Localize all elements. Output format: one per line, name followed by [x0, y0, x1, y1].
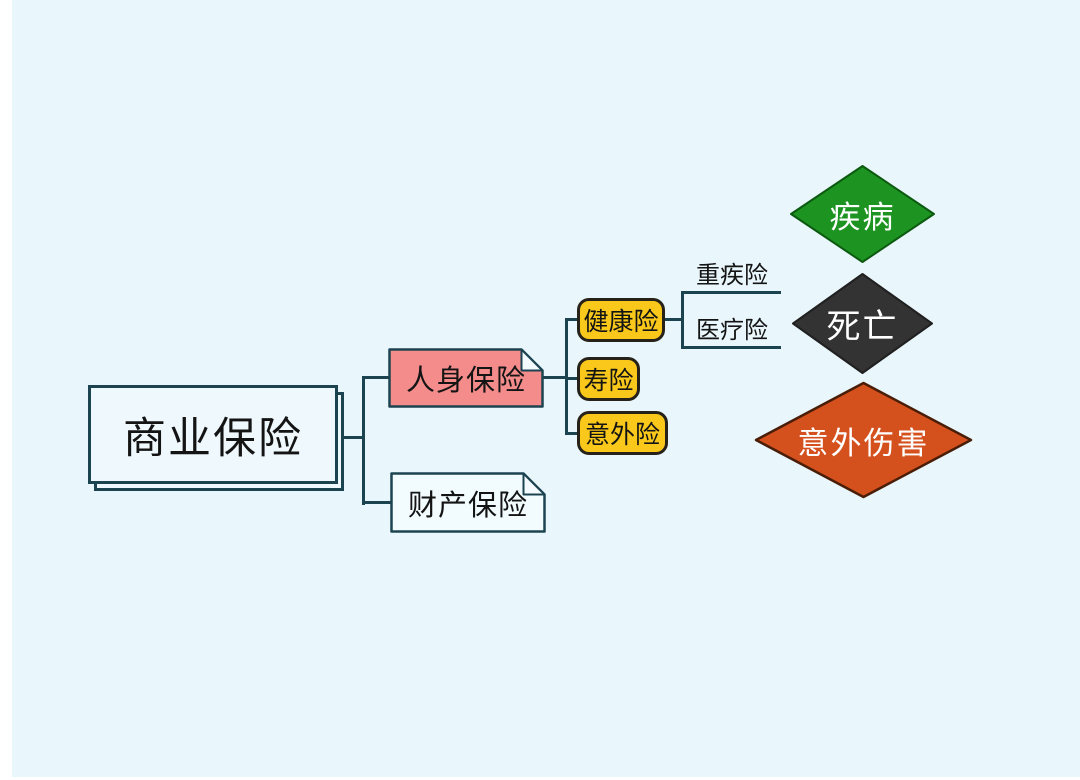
diamond-label: 疾病: [829, 199, 896, 235]
diamond-death: 死亡: [791, 272, 934, 375]
node-medical-insurance: 医疗险: [683, 310, 781, 344]
node-property-insurance: 财产保险: [390, 472, 546, 533]
node-label: 重疾险: [696, 261, 768, 289]
connector-line: [565, 318, 568, 435]
connector-line: [543, 376, 568, 379]
node-label: 健康险: [583, 308, 659, 336]
connector-line: [565, 377, 579, 380]
mindmap-canvas: 商业保险 人身保险 财产保险 健康险 寿险 意外险 重疾险 医疗险 疾: [12, 0, 1080, 777]
node-label: 财产保险: [407, 489, 528, 522]
connector-line: [565, 318, 579, 321]
connector-line: [362, 501, 391, 504]
folded-corner: [520, 348, 544, 372]
folded-corner: [522, 472, 546, 496]
diamond-accidental-injury: 意外伤害: [754, 381, 973, 499]
node-label: 医疗险: [696, 316, 768, 344]
connector-line: [362, 376, 365, 505]
diamond-shape: [792, 273, 933, 374]
node-life-insurance: 寿险: [577, 357, 640, 401]
diamond-disease: 疾病: [789, 164, 936, 264]
connector-line: [664, 318, 684, 321]
node-label: 寿险: [583, 367, 634, 395]
connector-underline: [681, 346, 781, 349]
connector-line: [681, 291, 684, 349]
node-label: 意外险: [584, 421, 660, 449]
node-health-insurance: 健康险: [577, 298, 665, 342]
diamond-label: 意外伤害: [797, 425, 930, 461]
node-personal-insurance: 人身保险: [388, 348, 544, 408]
connector-underline: [681, 291, 781, 294]
diamond-shape: [754, 381, 973, 499]
node-accident-insurance: 意外险: [577, 411, 668, 455]
note-shape: [390, 472, 546, 533]
diamond-label: 死亡: [826, 308, 899, 346]
connector-line: [565, 432, 579, 435]
connector-line: [342, 436, 363, 439]
root-node-commercial-insurance: 商业保险: [88, 385, 338, 484]
node-critical-illness-insurance: 重疾险: [683, 255, 781, 289]
node-label: 人身保险: [405, 365, 526, 397]
root-node-label: 商业保险: [123, 414, 303, 463]
diamond-shape: [790, 165, 935, 263]
connector-line: [362, 376, 389, 379]
note-shape: [388, 348, 544, 408]
